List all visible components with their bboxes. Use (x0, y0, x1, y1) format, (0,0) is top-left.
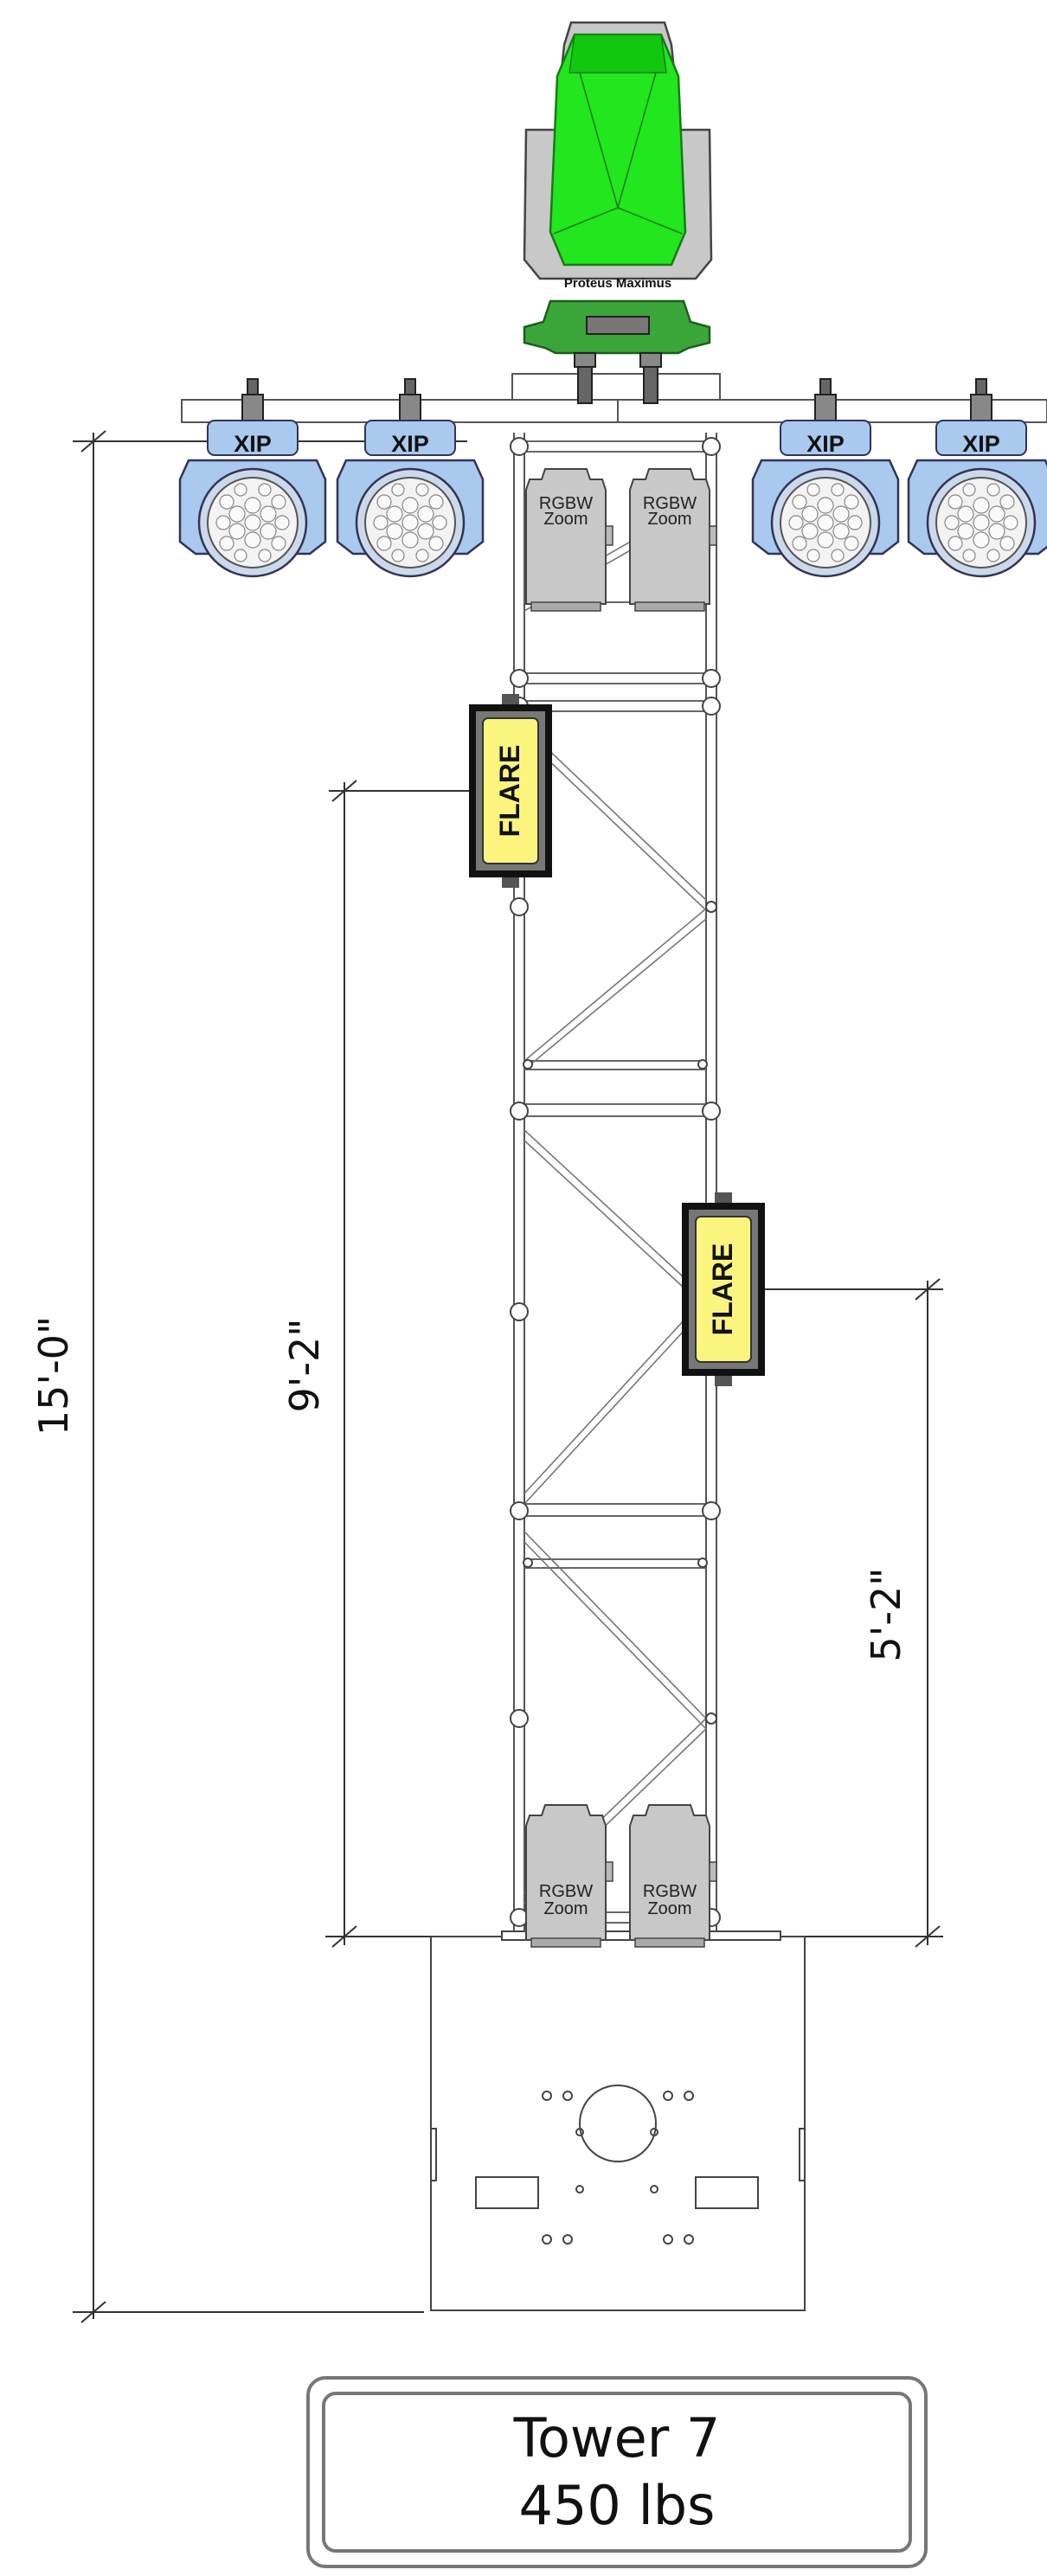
zoom-label-line1: RGBW (643, 494, 697, 513)
base-plate (430, 1930, 806, 2311)
flare-label: FLARE (707, 1243, 738, 1336)
xip-fixture-left-inner: XIP (336, 377, 485, 578)
zoom-label-line1: RGBW (539, 494, 593, 513)
truss-tower (510, 433, 721, 1931)
upper-flare-dimension (325, 780, 517, 1948)
xip-label: XIP (391, 431, 429, 457)
tower-name: Tower 7 (513, 2406, 721, 2470)
moving-head-label: Proteus Maximus (564, 276, 671, 291)
xip-fixture-left-outer: XIP (178, 377, 327, 578)
zoom-label-line2: Zoom (543, 510, 588, 529)
lower-flare-height-label: 5'-2" (863, 1568, 909, 1662)
flare-label: FLARE (494, 745, 525, 838)
zoom-fixture-top-left: RGBW Zoom (525, 468, 613, 612)
flare-fixture-lower: FLARE (681, 1192, 766, 1387)
title-block: Tower 7 450 lbs (306, 2376, 928, 2568)
overall-dimension (73, 430, 467, 2323)
zoom-label-line2: Zoom (647, 510, 691, 529)
tower-weight: 450 lbs (518, 2474, 716, 2537)
zoom-label-line1: RGBW (539, 1882, 593, 1901)
top-pipe (181, 373, 1047, 423)
zoom-fixture-bottom-right: RGBW Zoom (629, 1804, 717, 1948)
zoom-label-line2: Zoom (647, 1899, 691, 1918)
xip-label: XIP (962, 431, 1000, 457)
upper-flare-height-label: 9'-2" (281, 1319, 328, 1413)
moving-head-fixture: Proteus Maximus (523, 21, 713, 404)
xip-fixture-right-inner: XIP (751, 377, 900, 578)
lower-flare-dimension (723, 1278, 943, 1948)
title-block-inner: Tower 7 450 lbs (322, 2392, 912, 2553)
xip-label: XIP (234, 431, 272, 457)
zoom-label-line1: RGBW (643, 1882, 697, 1901)
flare-fixture-upper: FLARE (468, 693, 553, 889)
zoom-fixture-top-right: RGBW Zoom (629, 468, 717, 612)
zoom-label-line2: Zoom (543, 1899, 588, 1918)
xip-fixture-right-outer: XIP (907, 377, 1047, 578)
zoom-fixture-bottom-left: RGBW Zoom (525, 1804, 613, 1948)
overall-height-label: 15'-0" (30, 1316, 77, 1436)
xip-label: XIP (806, 431, 845, 457)
